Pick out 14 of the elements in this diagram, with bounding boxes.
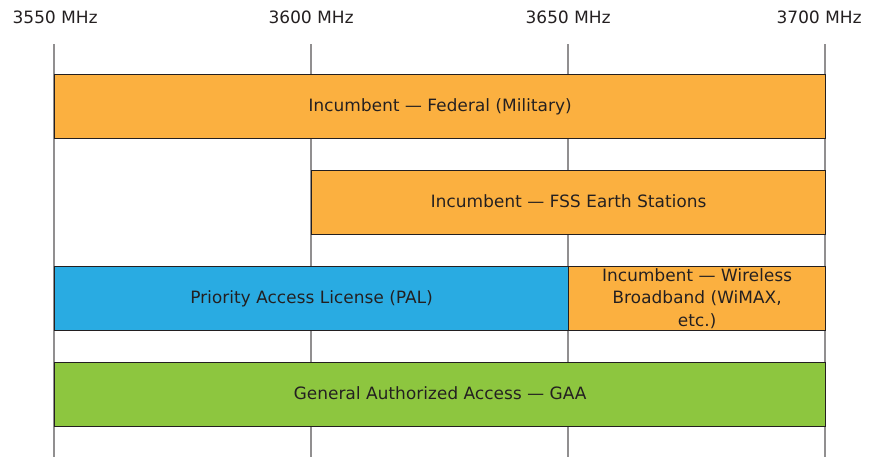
frequency-band-bar <box>54 74 826 139</box>
band-label: Incumbent — Wireless Broadband (WiMAX, etc.) <box>600 265 794 332</box>
frequency-tick-label: 3550 MHz <box>11 8 99 28</box>
frequency-band-bar <box>54 362 826 427</box>
band-label: Incumbent — Federal (Military) <box>308 95 572 118</box>
frequency-band-bar <box>311 170 826 235</box>
frequency-tick-label: 3650 MHz <box>524 8 612 28</box>
frequency-band-bar <box>568 266 826 331</box>
band-label: General Authorized Access — GAA <box>294 383 586 406</box>
frequency-band-bar <box>54 266 569 331</box>
band-label: Priority Access License (PAL) <box>190 287 433 310</box>
frequency-tick-label: 3600 MHz <box>267 8 355 28</box>
frequency-tick-label: 3700 MHz <box>775 8 863 28</box>
band-label: Incumbent — FSS Earth Stations <box>430 191 706 214</box>
